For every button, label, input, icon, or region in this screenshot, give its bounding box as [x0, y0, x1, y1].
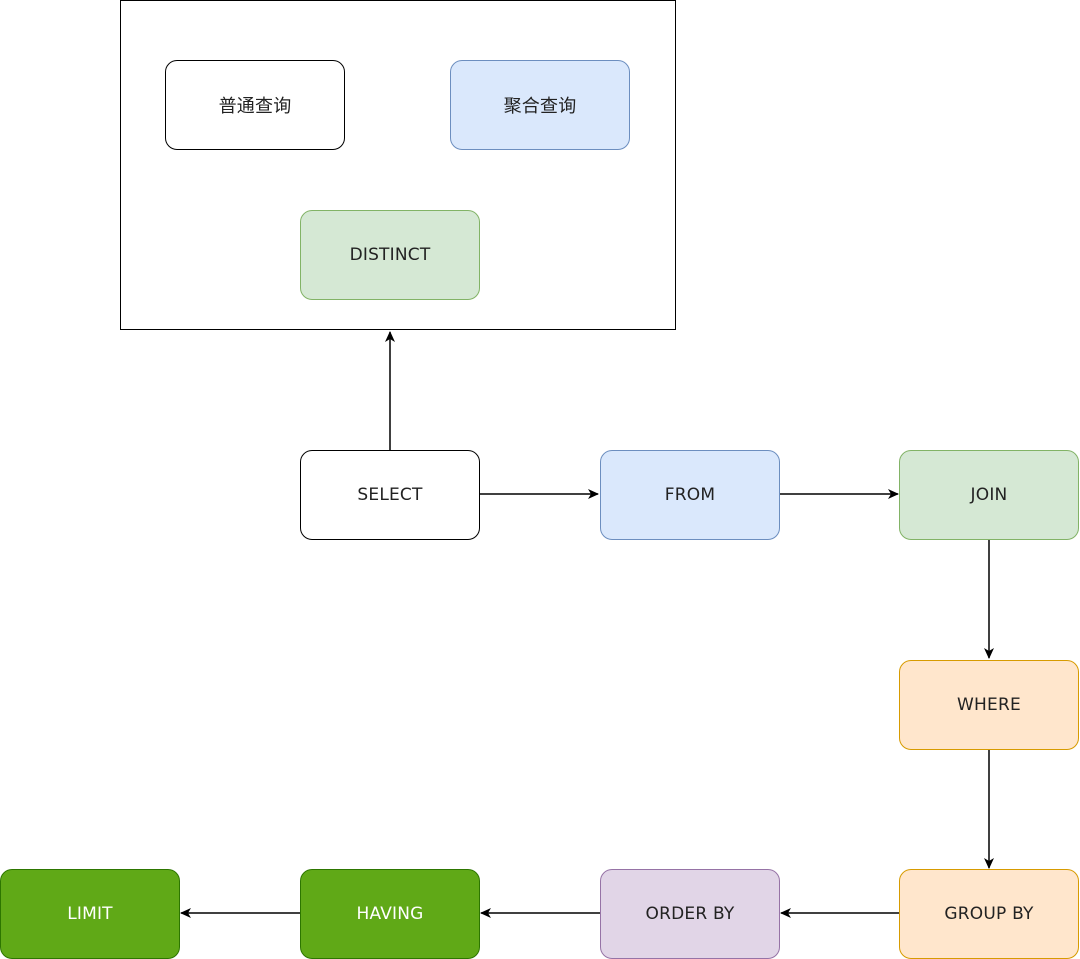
node-having[interactable]: HAVING	[300, 869, 480, 959]
node-distinct[interactable]: DISTINCT	[300, 210, 480, 300]
node-limit[interactable]: LIMIT	[0, 869, 180, 959]
node-join[interactable]: JOIN	[899, 450, 1079, 540]
node-normal-query[interactable]: 普通查询	[165, 60, 345, 150]
node-select[interactable]: SELECT	[300, 450, 480, 540]
node-from[interactable]: FROM	[600, 450, 780, 540]
node-order-by[interactable]: ORDER BY	[600, 869, 780, 959]
node-group-by[interactable]: GROUP BY	[899, 869, 1079, 959]
node-aggregate-query[interactable]: 聚合查询	[450, 60, 630, 150]
node-where[interactable]: WHERE	[899, 660, 1079, 750]
